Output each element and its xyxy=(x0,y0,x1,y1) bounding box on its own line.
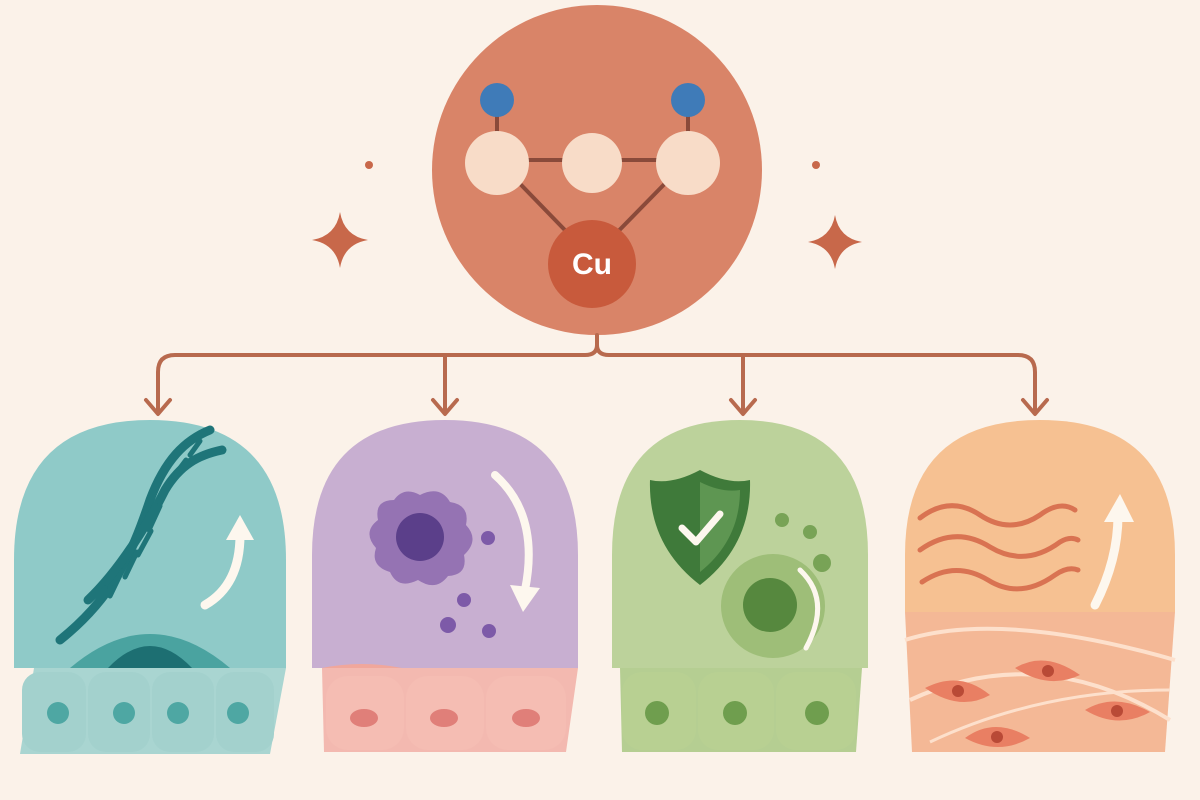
wavy-fibers-icon xyxy=(917,503,1081,592)
atom-node-left xyxy=(465,131,529,195)
cell-row xyxy=(22,672,274,752)
arrow-up-icon xyxy=(200,515,254,610)
cell-row xyxy=(622,672,856,750)
panel-gene-activation xyxy=(14,420,286,754)
copper-symbol: Cu xyxy=(572,248,612,281)
atom-node-right xyxy=(656,131,720,195)
sparkle-dot-left xyxy=(365,161,373,169)
arrowhead-4 xyxy=(1021,398,1049,416)
arrowhead-2 xyxy=(431,398,459,416)
particles-icon xyxy=(440,531,496,638)
particles-icon xyxy=(775,513,831,572)
copper-atom xyxy=(548,220,636,308)
sparkle-left-icon xyxy=(312,212,368,268)
terminal-node-left xyxy=(480,83,514,117)
decorative-sparkles xyxy=(312,161,862,269)
arrow-up-icon xyxy=(1090,494,1134,610)
cell-row xyxy=(322,664,566,750)
sparkle-right-icon xyxy=(808,215,862,269)
protected-cell-icon xyxy=(721,554,825,658)
arrow-down-icon xyxy=(491,471,540,612)
dna-helix-icon xyxy=(55,425,227,645)
arrowhead-3 xyxy=(729,398,757,416)
branch-connector xyxy=(144,333,1049,416)
sparkle-dot-right xyxy=(812,161,820,169)
connector-trunk xyxy=(156,333,599,412)
terminal-node-right xyxy=(671,83,705,117)
shield-check-icon xyxy=(649,470,751,585)
atom-node-center xyxy=(562,133,622,193)
panel-collagen-production xyxy=(904,420,1176,752)
panel-antioxidant-protection xyxy=(612,420,868,752)
fibroblast-icon xyxy=(904,626,1176,747)
arrowhead-1 xyxy=(144,398,172,416)
panel-dome xyxy=(14,420,286,668)
copper-peptide-hub: Cu xyxy=(432,5,762,335)
panel-inflammation-reduction xyxy=(312,420,578,752)
